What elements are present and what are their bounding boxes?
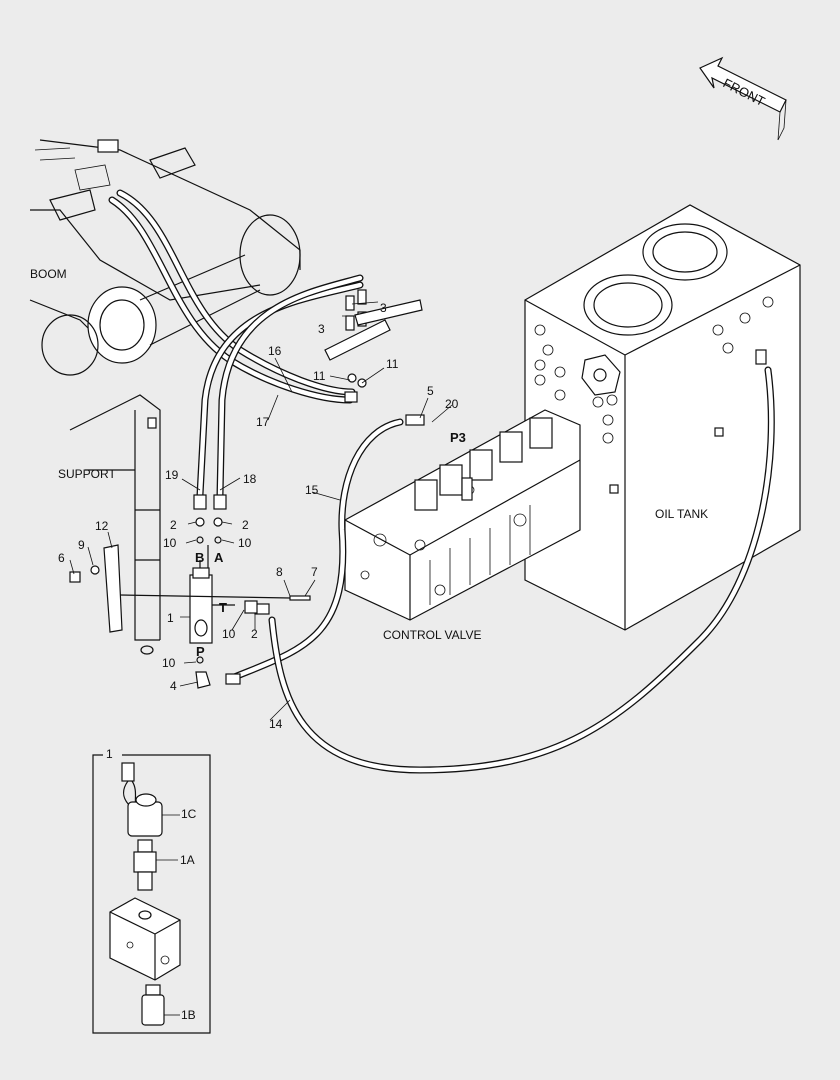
part-2-left: 2 — [170, 518, 177, 532]
part-7: 7 — [311, 565, 318, 579]
part-1: 1 — [167, 611, 174, 625]
part-12: 12 — [95, 519, 109, 533]
port-p3-label: P3 — [450, 430, 466, 445]
part-3-right: 3 — [380, 301, 387, 315]
support-label: SUPPORT — [58, 467, 116, 481]
part-10-bottom: 10 — [162, 656, 176, 670]
part-3-left: 3 — [318, 322, 325, 336]
port-a-label: A — [214, 550, 224, 565]
part-10-left: 10 — [163, 536, 177, 550]
part-9: 9 — [78, 538, 85, 552]
oil-tank-label: OIL TANK — [655, 507, 708, 521]
connector-drawing — [121, 762, 135, 782]
part-1b-label: 1B — [181, 1008, 196, 1022]
valve-body-drawing — [109, 897, 181, 981]
coil-drawing — [127, 801, 163, 837]
port-labels: B A P T P3 — [195, 430, 466, 659]
oil-tank: OIL TANK — [524, 204, 801, 631]
part-19: 19 — [165, 468, 179, 482]
part-8: 8 — [276, 565, 283, 579]
hoses — [108, 189, 775, 774]
part-6: 6 — [58, 551, 65, 565]
plug-drawing — [145, 984, 161, 996]
port-b-label: B — [195, 550, 204, 565]
part-14: 14 — [269, 717, 283, 731]
part-1a-label: 1A — [180, 853, 195, 867]
cartridge-drawing — [137, 839, 153, 853]
part-1c-label: 1C — [181, 807, 197, 821]
part-4: 4 — [170, 679, 177, 693]
solenoid-valve — [69, 517, 311, 689]
detail-box: 1 1C 1A 1B — [92, 747, 211, 1034]
support-frame: SUPPORT — [58, 394, 161, 655]
part-10-right: 10 — [238, 536, 252, 550]
part-11-right: 11 — [386, 357, 399, 371]
part-numbers: 1 2 2 2 3 3 4 5 6 7 8 9 10 10 10 10 11 1… — [58, 301, 459, 731]
part-15: 15 — [305, 483, 319, 497]
part-2-lower: 2 — [251, 627, 258, 641]
hose-fittings — [193, 289, 767, 685]
part-18: 18 — [243, 472, 257, 486]
port-p-label: P — [196, 644, 205, 659]
detail-title: 1 — [106, 747, 113, 761]
boom-label: BOOM — [30, 267, 67, 281]
part-5: 5 — [427, 384, 434, 398]
front-arrow: FRONT — [699, 56, 787, 141]
control-valve: CONTROL VALVE — [344, 409, 581, 642]
part-17: 17 — [256, 415, 270, 429]
part-2-right: 2 — [242, 518, 249, 532]
leader-lines — [69, 301, 453, 721]
port-t-label: T — [219, 600, 227, 615]
boom-drawing: BOOM — [29, 139, 301, 376]
part-16: 16 — [268, 344, 282, 358]
part-10-lower: 10 — [222, 627, 236, 641]
part-11-left: 11 — [313, 369, 326, 383]
control-valve-label: CONTROL VALVE — [383, 628, 481, 642]
part-20: 20 — [445, 397, 459, 411]
